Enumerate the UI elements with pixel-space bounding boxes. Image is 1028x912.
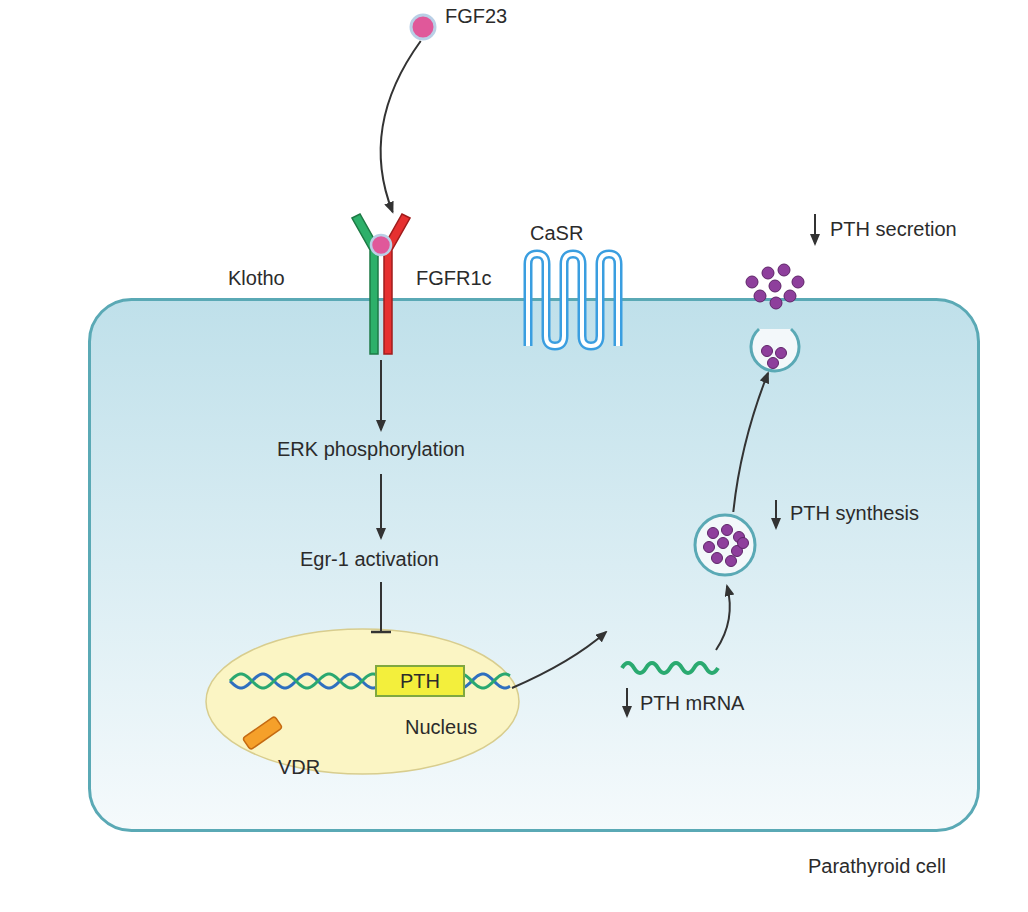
casr-receptor [528,254,618,346]
pth-granule [708,528,719,539]
pth-granule [762,267,774,279]
pth-granule [768,358,779,369]
node-label: VDR [278,756,320,779]
pth-granule [754,290,766,302]
pth-granule [770,297,782,309]
signal-arrow [380,360,382,430]
gene-region [376,666,464,696]
fgf23-molecule [411,15,435,39]
decrease-arrow [626,688,628,716]
vesicle-membrane [695,515,755,575]
pth-granule [762,346,773,357]
pth-granule [784,290,796,302]
node-label: PTH [375,665,465,697]
pth-granule [769,280,781,292]
pathway-label: Egr-1 activation [300,548,439,571]
node-label: FGFR1c [416,267,492,290]
ligand-circle-outline [409,13,437,41]
pth-granule [738,538,749,549]
vdr-group [243,716,283,750]
inhibition-line [380,582,382,632]
pth-granule [712,553,723,564]
gene-box: PTH [375,665,465,697]
nucleus-ellipse: Nucleus PTH VDR [205,628,520,775]
pth-granule [778,264,790,276]
vdr-shape [243,716,283,750]
node-label: Nucleus [405,716,477,739]
secretory-vesicle: PTH secretion [747,317,803,373]
export-arrow [512,632,606,688]
node-label: FGF23 [445,5,507,28]
vesicle-membrane [751,329,799,371]
ligand-circle: FGF23 [409,13,437,41]
receptor-complex: KlothoFGFR1c [350,212,412,354]
node-label: Parathyroid cell [808,855,946,878]
pth-granule [792,276,804,288]
cell-membrane [90,300,979,831]
pth-granule [718,538,729,549]
decrease-arrow [775,500,777,528]
decrease-arrow [814,214,816,244]
dna-strand [230,674,510,688]
pathway-label: PTH mRNA [640,692,744,715]
pth-granule [776,348,787,359]
pth-granule [704,542,715,553]
node-label: Klotho [228,267,285,290]
connector-arrow [733,373,768,512]
signal-arrow [380,474,382,538]
klotho-chain [352,214,378,354]
storage-vesicle: PTH synthesis [692,512,758,578]
pathway-label: CaSR [530,222,583,245]
pth-granule [722,525,733,536]
cell-body-outline [88,298,980,832]
fgfr-chain [384,214,410,354]
secretory-vesicle-outline [747,317,803,373]
nuclear-envelope [206,629,519,774]
casr-receptor-core [528,254,618,346]
pth-granule [746,276,758,288]
mrna-strand [622,663,718,673]
nucleus-ellipse-outline [205,628,520,775]
translation-arrow [716,586,730,650]
inhibition-bar [371,631,391,634]
pth-granule [726,556,737,567]
connector-arrow [381,41,421,212]
node-label: PTH secretion [830,218,957,241]
cell-body: Parathyroid cellPTH secretionPTH synthes… [88,298,980,832]
storage-vesicle-outline [692,512,758,578]
pathway-label: ERK phosphorylation [277,438,465,461]
node-label: PTH synthesis [790,502,919,525]
receptor-complex-outline [350,212,412,354]
vdr-receptor: VDR [240,720,285,746]
dna-strand [230,674,510,688]
bound-ligand [371,235,391,255]
vdr-receptor-outline [240,720,285,746]
